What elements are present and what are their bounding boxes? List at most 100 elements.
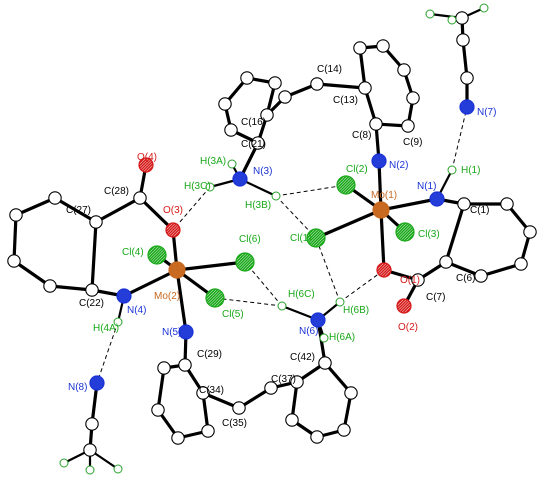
label-n1: N(1) xyxy=(417,181,436,192)
label-c1: C(1) xyxy=(470,205,489,216)
hydrogen-bond-h3b-cl1 xyxy=(275,195,317,239)
label-c37: C(37) xyxy=(271,374,296,385)
atom-c37 xyxy=(290,375,304,389)
label-n5: N(5) xyxy=(162,327,181,338)
label-h6c: H(6C) xyxy=(288,289,315,300)
atom-c36 xyxy=(264,381,278,395)
atom-b2 xyxy=(151,403,165,417)
label-h4a: H(4A) xyxy=(93,323,119,334)
atom-t3 xyxy=(218,97,232,111)
label-cl6: Cl(6) xyxy=(239,234,261,245)
atom-h6b xyxy=(335,297,345,307)
atom-p9b xyxy=(397,63,411,77)
atom-t1 xyxy=(268,76,282,90)
atom-r1d xyxy=(474,269,488,283)
atom-c27 xyxy=(89,215,103,229)
label-c14: C(14) xyxy=(317,64,342,75)
atom-cl2 xyxy=(336,175,356,195)
label-c8: C(8) xyxy=(352,130,371,141)
label-c34: C(34) xyxy=(199,385,224,396)
atom-c21 xyxy=(251,136,265,150)
hydrogen-bond-h6c-cl5 xyxy=(214,297,283,307)
label-h1: H(1) xyxy=(461,165,480,176)
label-cl3: Cl(3) xyxy=(418,229,440,240)
atom-l3 xyxy=(7,254,21,268)
label-o1: O(1) xyxy=(400,275,420,286)
atom-hx2 xyxy=(447,15,457,25)
atom-h4a xyxy=(113,317,123,327)
bond-c13-c14 xyxy=(315,82,367,90)
atom-cl4 xyxy=(147,245,167,265)
label-c42: C(42) xyxy=(290,352,315,363)
atom-hy1 xyxy=(59,458,69,468)
atom-c13c xyxy=(376,39,390,53)
hydrogen-bonds xyxy=(96,106,468,384)
atom-c8 xyxy=(369,117,383,131)
label-cl2: Cl(2) xyxy=(346,164,368,175)
hydrogen-bond-h6b-o1 xyxy=(339,269,385,303)
label-o2: O(2) xyxy=(398,322,418,333)
hydrogen-bond-h3c-o3 xyxy=(172,186,211,231)
label-h6a: H(6A) xyxy=(329,332,355,343)
atom-cl6 xyxy=(235,252,255,272)
atom-n2 xyxy=(371,153,387,169)
label-c13: C(13) xyxy=(333,95,358,106)
bond-mo1-cl1 xyxy=(314,208,383,240)
atom-c29 xyxy=(178,358,192,372)
label-c27: C(27) xyxy=(66,205,91,216)
atom-d1 xyxy=(285,413,299,427)
atom-d4 xyxy=(344,386,358,400)
label-c6: C(6) xyxy=(456,273,475,284)
atom-h3c xyxy=(205,182,215,192)
label-c29: C(29) xyxy=(197,349,222,360)
atom-mo1 xyxy=(372,201,390,219)
label-c16: C(16) xyxy=(241,117,266,128)
atom-d3 xyxy=(337,423,351,437)
label-h3b: H(3B) xyxy=(245,200,271,211)
atom-c9 xyxy=(401,119,415,133)
label-n2: N(2) xyxy=(389,160,408,171)
atom-o3 xyxy=(165,222,181,238)
bond-l4-c22 xyxy=(48,284,94,292)
atom-l1 xyxy=(48,191,62,205)
atom-b3 xyxy=(171,431,185,445)
label-cl4: Cl(4) xyxy=(122,247,144,258)
label-c35: C(35) xyxy=(222,418,247,429)
atom-cn7b xyxy=(456,33,470,47)
hydrogen-bond-h6b-cl1 xyxy=(315,237,341,303)
label-n7: N(7) xyxy=(477,107,496,118)
atom-d2 xyxy=(310,430,324,444)
label-h3c: H(3C) xyxy=(184,181,211,192)
atom-c1 xyxy=(457,197,471,211)
label-n8: N(8) xyxy=(68,382,87,393)
atom-c13b xyxy=(353,41,367,55)
label-n6: N(6) xyxy=(299,326,318,337)
hydrogen-bond-h3b-cl2 xyxy=(275,184,347,197)
atom-c6 xyxy=(439,255,453,269)
atom-cn7a xyxy=(460,71,474,85)
label-cl1: Cl(1) xyxy=(290,233,312,244)
atom-h3b xyxy=(271,191,281,201)
atom-h6a xyxy=(319,333,329,343)
label-c21: C(21) xyxy=(241,139,266,150)
atom-r1c xyxy=(514,257,528,271)
atom-c22 xyxy=(85,283,99,297)
atom-l2 xyxy=(9,208,23,222)
bond-c27-l1 xyxy=(53,196,98,224)
atom-n4 xyxy=(116,288,132,304)
atom-c14 xyxy=(310,77,324,91)
atom-hx3 xyxy=(479,3,489,13)
atom-c16 xyxy=(260,108,274,122)
bond-o3-c28 xyxy=(138,196,175,232)
atom-h3a xyxy=(227,159,237,169)
atoms xyxy=(7,3,537,475)
label-cl5: Cl(5) xyxy=(222,309,244,320)
label-mo2: Mo(2) xyxy=(154,291,180,302)
atom-t4 xyxy=(224,123,238,137)
atom-hx1 xyxy=(425,9,435,19)
bond-mo2-n4 xyxy=(122,268,179,298)
atom-hy3 xyxy=(113,464,123,474)
atom-c35 xyxy=(232,401,246,415)
atom-n3 xyxy=(232,171,248,187)
